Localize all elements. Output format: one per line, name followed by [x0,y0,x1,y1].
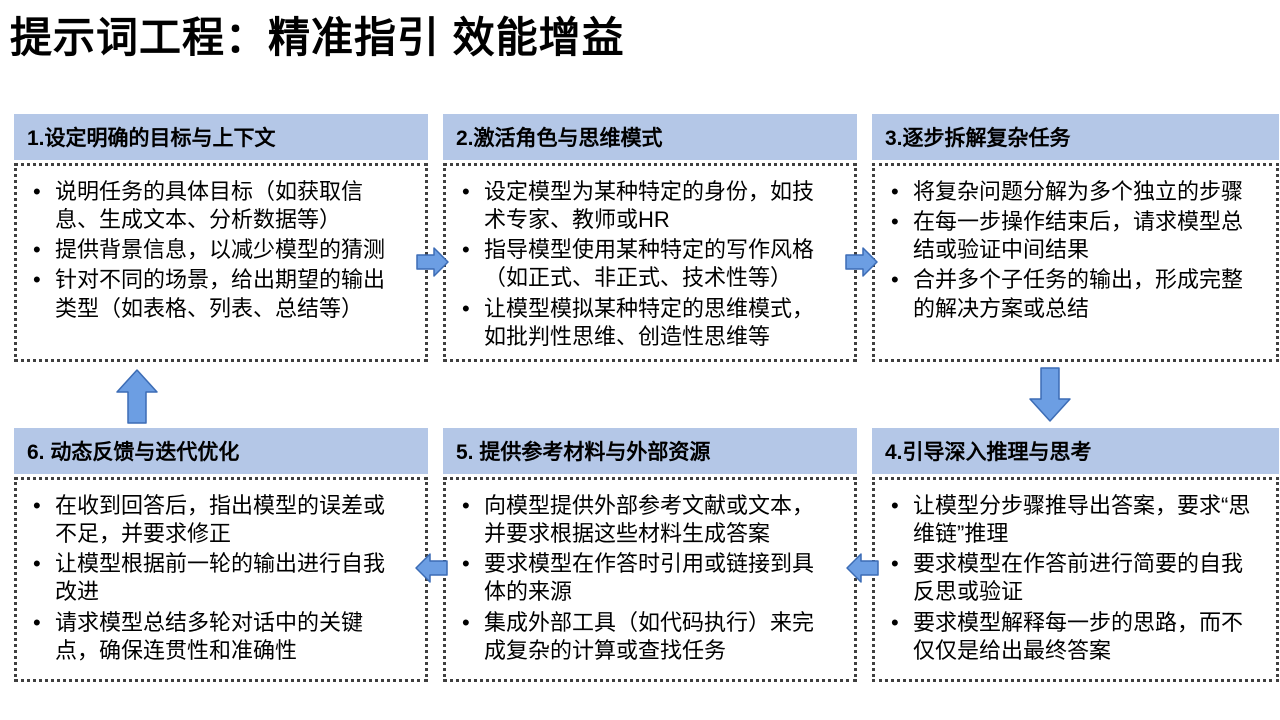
bullet-item: 要求模型在作答前进行简要的自我反思或验证 [883,550,1254,606]
step-box-6: 6. 动态反馈与迭代优化 在收到回答后，指出模型的误差或不足，并要求修正 让模型… [14,428,428,682]
arrow-down-icon-3-4 [1028,367,1072,423]
arrow-left-icon-5-6 [414,552,448,584]
step-box-6-header: 6. 动态反馈与迭代优化 [14,428,428,474]
step-box-5-body: 向模型提供外部参考文献或文本，并要求根据这些材料生成答案 要求模型在作答时引用或… [443,477,857,682]
step-box-1-bullets: 说明任务的具体目标（如获取信息、生成文本、分析数据等） 提供背景信息，以减少模型… [25,178,403,323]
bullet-item: 请求模型总结多轮对话中的关键点，确保连贯性和准确性 [25,609,403,665]
arrow-left-icon-4-5 [845,552,879,584]
bullet-item: 设定模型为某种特定的身份，如技术专家、教师或HR [454,178,832,234]
step-box-2: 2.激活角色与思维模式 设定模型为某种特定的身份，如技术专家、教师或HR 指导模… [443,114,857,362]
bullet-item: 将复杂问题分解为多个独立的步骤 [883,178,1254,206]
bullet-item: 在收到回答后，指出模型的误差或不足，并要求修正 [25,492,403,548]
step-box-4: 4.引导深入推理与思考 让模型分步骤推导出答案，要求“思维链”推理 要求模型在作… [872,428,1279,682]
step-box-6-body: 在收到回答后，指出模型的误差或不足，并要求修正 让模型根据前一轮的输出进行自我改… [14,477,428,682]
bullet-item: 指导模型使用某种特定的写作风格（如正式、非正式、技术性等） [454,236,832,292]
bullet-item: 让模型分步骤推导出答案，要求“思维链”推理 [883,492,1254,548]
step-box-5: 5. 提供参考材料与外部资源 向模型提供外部参考文献或文本，并要求根据这些材料生… [443,428,857,682]
bullet-item: 说明任务的具体目标（如获取信息、生成文本、分析数据等） [25,178,403,234]
step-box-4-body: 让模型分步骤推导出答案，要求“思维链”推理 要求模型在作答前进行简要的自我反思或… [872,477,1279,682]
step-box-6-bullets: 在收到回答后，指出模型的误差或不足，并要求修正 让模型根据前一轮的输出进行自我改… [25,492,403,665]
bullet-item: 让模型模拟某种特定的思维模式，如批判性思维、创造性思维等 [454,295,832,351]
arrow-right-icon-2-3 [845,246,879,278]
arrow-up-icon-6-1 [115,368,159,424]
bullet-item: 让模型根据前一轮的输出进行自我改进 [25,550,403,606]
arrow-right-icon-1-2 [416,246,450,278]
step-box-1-header: 1.设定明确的目标与上下文 [14,114,428,160]
step-box-2-body: 设定模型为某种特定的身份，如技术专家、教师或HR 指导模型使用某种特定的写作风格… [443,163,857,362]
slide-title: 提示词工程：精准指引 效能增益 [10,14,625,61]
step-box-1: 1.设定明确的目标与上下文 说明任务的具体目标（如获取信息、生成文本、分析数据等… [14,114,428,362]
bullet-item: 向模型提供外部参考文献或文本，并要求根据这些材料生成答案 [454,492,832,548]
step-box-2-header: 2.激活角色与思维模式 [443,114,857,160]
bullet-item: 提供背景信息，以减少模型的猜测 [25,236,403,264]
step-box-1-body: 说明任务的具体目标（如获取信息、生成文本、分析数据等） 提供背景信息，以减少模型… [14,163,428,362]
step-box-5-header: 5. 提供参考材料与外部资源 [443,428,857,474]
bullet-item: 集成外部工具（如代码执行）来完成复杂的计算或查找任务 [454,609,832,665]
step-box-4-header: 4.引导深入推理与思考 [872,428,1279,474]
step-box-4-bullets: 让模型分步骤推导出答案，要求“思维链”推理 要求模型在作答前进行简要的自我反思或… [883,492,1254,665]
step-box-5-bullets: 向模型提供外部参考文献或文本，并要求根据这些材料生成答案 要求模型在作答时引用或… [454,492,832,665]
bullet-item: 合并多个子任务的输出，形成完整的解决方案或总结 [883,266,1254,322]
step-box-3-header: 3.逐步拆解复杂任务 [872,114,1279,160]
bullet-item: 要求模型解释每一步的思路，而不仅仅是给出最终答案 [883,609,1254,665]
step-box-3-bullets: 将复杂问题分解为多个独立的步骤 在每一步操作结束后，请求模型总结或验证中间结果 … [883,178,1254,323]
step-box-3: 3.逐步拆解复杂任务 将复杂问题分解为多个独立的步骤 在每一步操作结束后，请求模… [872,114,1279,362]
bullet-item: 要求模型在作答时引用或链接到具体的来源 [454,550,832,606]
bullet-item: 在每一步操作结束后，请求模型总结或验证中间结果 [883,208,1254,264]
step-box-3-body: 将复杂问题分解为多个独立的步骤 在每一步操作结束后，请求模型总结或验证中间结果 … [872,163,1279,362]
step-box-2-bullets: 设定模型为某种特定的身份，如技术专家、教师或HR 指导模型使用某种特定的写作风格… [454,178,832,351]
bullet-item: 针对不同的场景，给出期望的输出类型（如表格、列表、总结等） [25,266,403,322]
